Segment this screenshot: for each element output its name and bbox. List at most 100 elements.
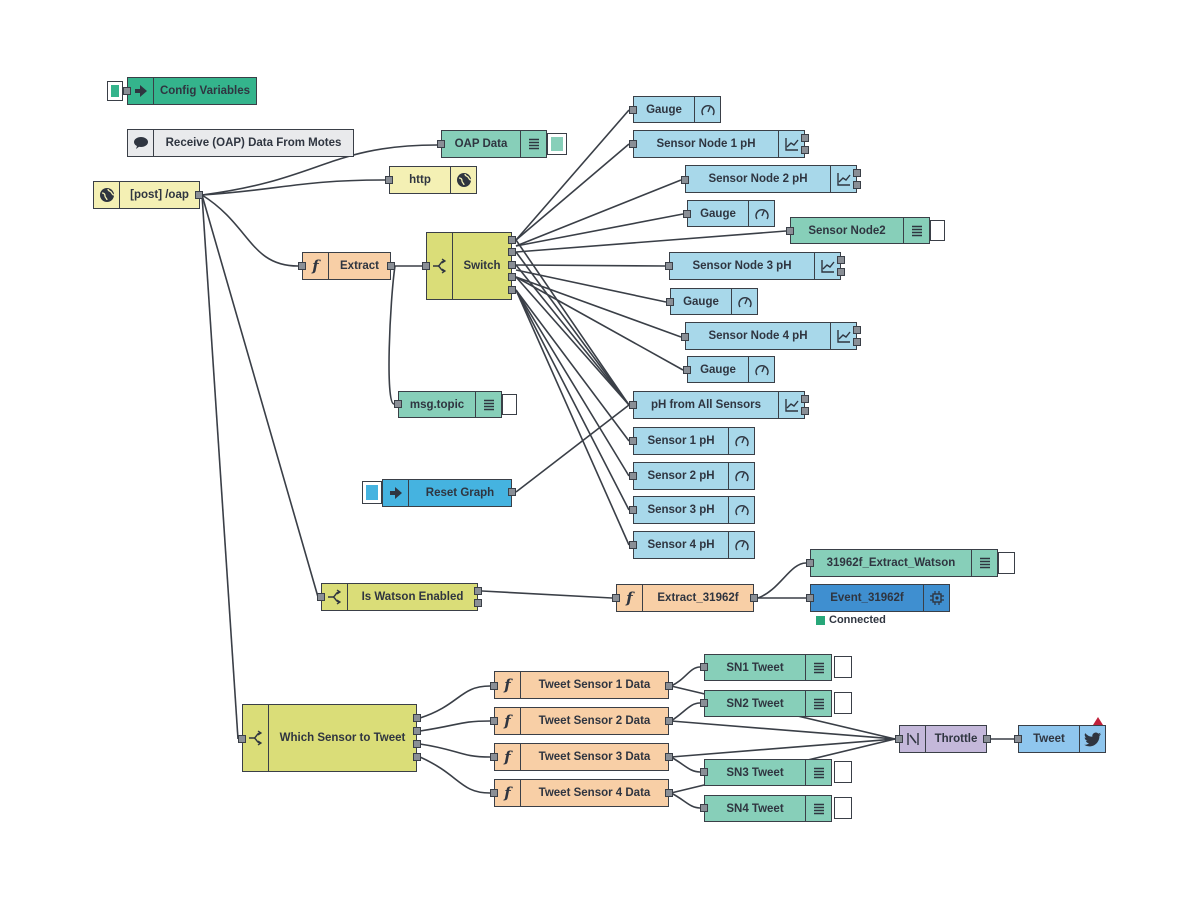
- output-port[interactable]: [665, 753, 673, 761]
- output-port[interactable]: [801, 134, 809, 142]
- sn3-tweet-debug-node[interactable]: SN3 Tweet: [704, 759, 832, 786]
- output-port[interactable]: [508, 261, 516, 269]
- output-port[interactable]: [123, 87, 131, 95]
- extract-function-node[interactable]: f Extract: [302, 252, 391, 280]
- input-port[interactable]: [786, 227, 794, 235]
- output-port[interactable]: [665, 717, 673, 725]
- http-in-node[interactable]: [post] /oap: [93, 181, 200, 209]
- output-port[interactable]: [474, 599, 482, 607]
- output-port[interactable]: [508, 286, 516, 294]
- output-port[interactable]: [474, 587, 482, 595]
- inject-button[interactable]: [107, 81, 123, 101]
- chart-node[interactable]: pH from All Sensors: [633, 391, 805, 419]
- output-port[interactable]: [413, 753, 421, 761]
- output-port[interactable]: [413, 740, 421, 748]
- input-port[interactable]: [629, 541, 637, 549]
- debug-toggle-button[interactable]: [547, 133, 567, 155]
- debug-toggle-button[interactable]: [834, 761, 852, 783]
- gauge-node[interactable]: Gauge: [633, 96, 721, 123]
- input-port[interactable]: [665, 262, 673, 270]
- input-port[interactable]: [629, 472, 637, 480]
- output-port[interactable]: [508, 488, 516, 496]
- is-watson-enabled-switch-node[interactable]: Is Watson Enabled: [321, 583, 478, 611]
- config-variables-node[interactable]: Config Variables: [127, 77, 257, 105]
- gauge-node[interactable]: Sensor 3 pH: [633, 496, 755, 524]
- http-response-node[interactable]: http: [389, 166, 477, 194]
- tweet-twitter-node[interactable]: Tweet: [1018, 725, 1106, 753]
- gauge-node[interactable]: Sensor 4 pH: [633, 531, 755, 559]
- output-port[interactable]: [750, 594, 758, 602]
- debug-toggle-button[interactable]: [834, 692, 852, 714]
- input-port[interactable]: [683, 210, 691, 218]
- output-port[interactable]: [413, 727, 421, 735]
- tweet-sensor-4-data-function-node[interactable]: f Tweet Sensor 4 Data: [494, 779, 669, 807]
- input-port[interactable]: [490, 753, 498, 761]
- output-port[interactable]: [508, 273, 516, 281]
- inject-button[interactable]: [362, 481, 382, 504]
- input-port[interactable]: [700, 768, 708, 776]
- output-port[interactable]: [853, 169, 861, 177]
- input-port[interactable]: [683, 366, 691, 374]
- input-port[interactable]: [806, 559, 814, 567]
- gauge-node[interactable]: Sensor 1 pH: [633, 427, 755, 455]
- output-port[interactable]: [508, 236, 516, 244]
- throttle-node[interactable]: Throttle: [899, 725, 987, 753]
- output-port[interactable]: [665, 789, 673, 797]
- input-port[interactable]: [629, 106, 637, 114]
- output-port[interactable]: [801, 146, 809, 154]
- debug-toggle-button[interactable]: [834, 797, 852, 819]
- input-port[interactable]: [629, 506, 637, 514]
- output-port[interactable]: [983, 735, 991, 743]
- input-port[interactable]: [490, 789, 498, 797]
- input-port[interactable]: [317, 593, 325, 601]
- output-port[interactable]: [837, 256, 845, 264]
- msg-topic-debug-node[interactable]: msg.topic: [398, 391, 502, 418]
- input-port[interactable]: [298, 262, 306, 270]
- tweet-sensor-1-data-function-node[interactable]: f Tweet Sensor 1 Data: [494, 671, 669, 699]
- input-port[interactable]: [681, 176, 689, 184]
- chart-node[interactable]: Sensor Node 2 pH: [685, 165, 857, 193]
- gauge-node[interactable]: Gauge: [670, 288, 758, 315]
- input-port[interactable]: [629, 140, 637, 148]
- gauge-node[interactable]: Sensor 2 pH: [633, 462, 755, 490]
- input-port[interactable]: [629, 401, 637, 409]
- reset-graph-inject-node[interactable]: Reset Graph: [382, 479, 512, 507]
- input-port[interactable]: [385, 176, 393, 184]
- output-port[interactable]: [195, 191, 203, 199]
- event-31962f-watson-node[interactable]: Event_31962f: [810, 584, 950, 612]
- sn2-tweet-debug-node[interactable]: SN2 Tweet: [704, 690, 832, 717]
- output-port[interactable]: [837, 268, 845, 276]
- comment-node[interactable]: Receive (OAP) Data From Motes: [127, 129, 354, 157]
- switch-node[interactable]: Switch: [426, 232, 512, 300]
- output-port[interactable]: [387, 262, 395, 270]
- input-port[interactable]: [700, 663, 708, 671]
- gauge-node[interactable]: Gauge: [687, 200, 775, 227]
- input-port[interactable]: [394, 400, 402, 408]
- gauge-node[interactable]: Gauge: [687, 356, 775, 383]
- output-port[interactable]: [801, 407, 809, 415]
- input-port[interactable]: [1014, 735, 1022, 743]
- output-port[interactable]: [853, 338, 861, 346]
- debug-toggle-button[interactable]: [998, 552, 1015, 574]
- chart-node[interactable]: Sensor Node 3 pH: [669, 252, 841, 280]
- input-port[interactable]: [895, 735, 903, 743]
- tweet-sensor-3-data-function-node[interactable]: f Tweet Sensor 3 Data: [494, 743, 669, 771]
- tweet-sensor-2-data-function-node[interactable]: f Tweet Sensor 2 Data: [494, 707, 669, 735]
- output-port[interactable]: [413, 714, 421, 722]
- sn1-tweet-debug-node[interactable]: SN1 Tweet: [704, 654, 832, 681]
- input-port[interactable]: [700, 804, 708, 812]
- input-port[interactable]: [629, 437, 637, 445]
- output-port[interactable]: [801, 395, 809, 403]
- output-port[interactable]: [508, 248, 516, 256]
- input-port[interactable]: [666, 298, 674, 306]
- extract-watson-debug-node[interactable]: 31962f_Extract_Watson: [810, 549, 998, 577]
- input-port[interactable]: [681, 333, 689, 341]
- input-port[interactable]: [700, 699, 708, 707]
- which-sensor-switch-node[interactable]: Which Sensor to Tweet: [242, 704, 417, 772]
- output-port[interactable]: [853, 181, 861, 189]
- sn4-tweet-debug-node[interactable]: SN4 Tweet: [704, 795, 832, 822]
- debug-toggle-button[interactable]: [834, 656, 852, 678]
- chart-node[interactable]: Sensor Node 1 pH: [633, 130, 805, 158]
- input-port[interactable]: [238, 735, 246, 743]
